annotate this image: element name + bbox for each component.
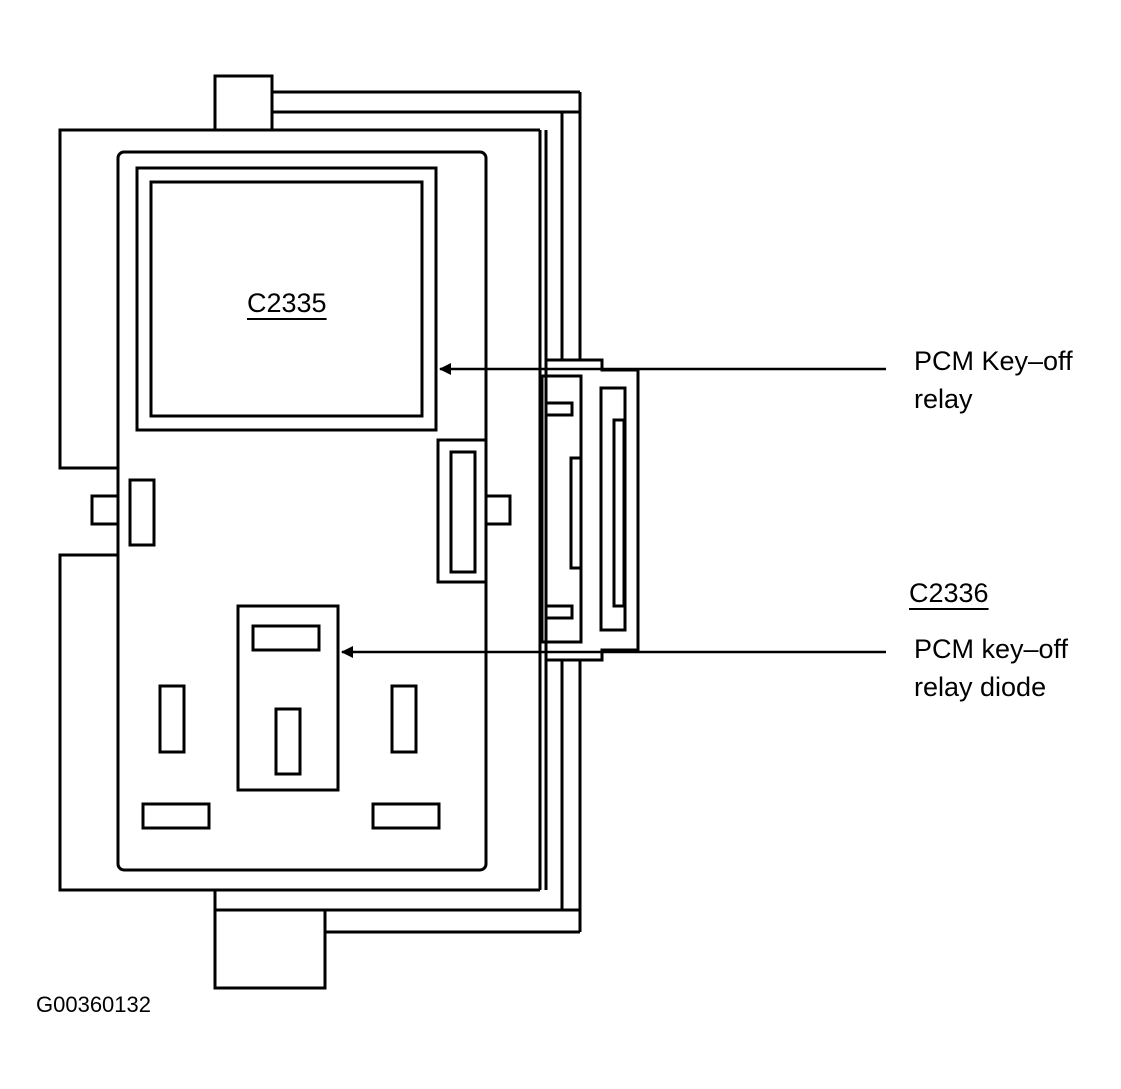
left-peg — [90, 494, 120, 526]
diode-callout-line1: PCM key–off — [914, 634, 1069, 664]
outer-housing-upper — [58, 128, 540, 470]
relay-outer-frame — [135, 166, 438, 432]
terminal-left-vertical — [158, 684, 186, 754]
side-connector-latch-bottom — [544, 604, 574, 620]
figure-id: G00360132 — [36, 992, 151, 1017]
terminal-right-horizontal — [371, 802, 441, 830]
side-connector-shell — [546, 358, 640, 662]
relay-callout-line2: relay — [914, 384, 973, 414]
connector-label-c2335: C2335 — [247, 288, 327, 318]
terminal-left-horizontal — [141, 802, 211, 830]
diode-center-terminal — [274, 707, 302, 776]
diode-block — [236, 604, 340, 792]
main-body — [116, 150, 488, 872]
left-terminal — [128, 478, 156, 547]
bottom-tab — [213, 908, 327, 990]
right-peg — [484, 494, 512, 526]
relay-callout-line1: PCM Key–off — [914, 346, 1073, 376]
diode-callout-line2: relay diode — [914, 672, 1047, 702]
outer-housing-lower — [58, 553, 540, 892]
top-tab — [213, 74, 274, 132]
side-connector-pin-inner — [612, 418, 626, 608]
terminal-right-vertical — [390, 684, 418, 754]
right-slot-inner — [449, 450, 477, 574]
side-connector-rail — [569, 456, 583, 570]
connector-label-c2336: C2336 — [909, 578, 989, 608]
relay-inner-frame — [149, 180, 424, 418]
diode-top-terminal — [251, 624, 321, 652]
right-slot-outer — [436, 438, 488, 584]
side-connector-latch-top — [544, 401, 574, 417]
